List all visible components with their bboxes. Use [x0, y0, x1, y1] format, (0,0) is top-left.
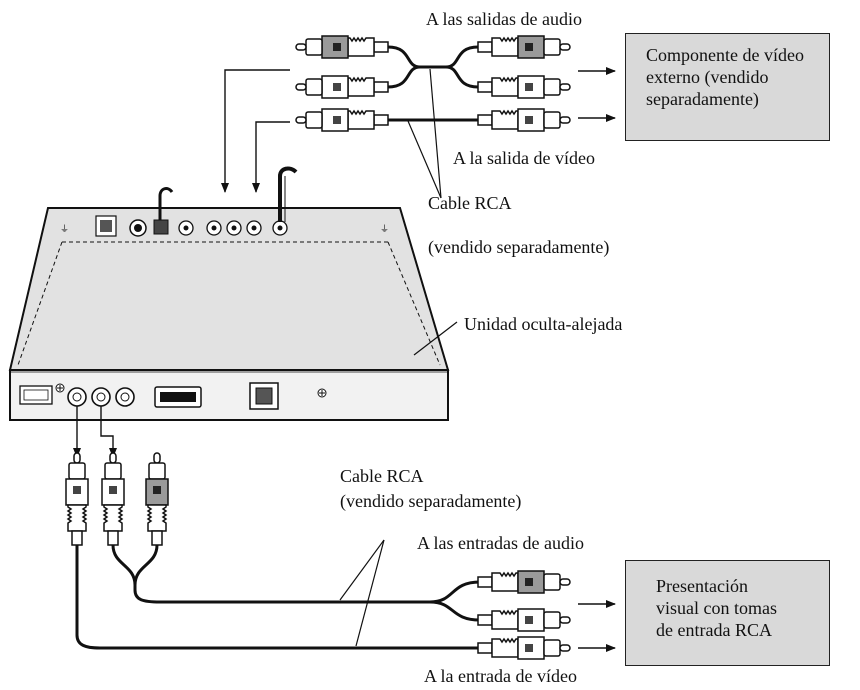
- top-rca-cable: [295, 35, 571, 199]
- top-left-plug-white: [295, 75, 389, 99]
- top-right-plug-video: [477, 108, 571, 132]
- top-connector-lines: [221, 69, 290, 193]
- bottom-right-plug-gray: [477, 570, 571, 594]
- label-hideaway-unit: Unidad oculta-alejada: [464, 314, 623, 334]
- label-video-input: A la entrada de vídeo: [424, 666, 577, 686]
- svg-text:⏚: ⏚: [380, 224, 389, 235]
- bottom-right-arrows: [578, 600, 616, 652]
- label-rca-cable-bottom-1: Cable RCA: [340, 466, 424, 486]
- top-right-plug-white: [477, 75, 571, 99]
- label-rca-cable-bottom-2: (vendido separadamente): [340, 491, 522, 511]
- display-box: Presentación visual con tomas de entrada…: [625, 560, 830, 666]
- hideaway-leader: [413, 321, 458, 356]
- bottom-left-plug-white: [101, 452, 125, 546]
- bottom-right-plug-video: [477, 636, 571, 660]
- top-left-plug-video: [295, 108, 389, 132]
- bottom-left-plug-video: [65, 452, 89, 546]
- bottom-left-plug-gray: [145, 452, 169, 546]
- display-line3: de entrada RCA: [656, 620, 772, 640]
- label-rca-cable-top-2: (vendido separadamente): [428, 237, 610, 257]
- external-video-component-box: Componente de vídeo externo (vendido sep…: [625, 33, 830, 141]
- external-component-line2: externo (vendido: [646, 67, 769, 87]
- display-line1: Presentación: [656, 576, 748, 596]
- svg-text:⏚: ⏚: [60, 224, 69, 235]
- bottom-right-plug-white: [477, 608, 571, 632]
- label-rca-cable-top-1: Cable RCA: [428, 193, 512, 213]
- top-right-plug-gray: [477, 35, 571, 59]
- bottom-rca-cable: [65, 406, 571, 660]
- label-audio-outputs: A las salidas de audio: [426, 9, 582, 29]
- hideaway-unit: ⏚ ⏚: [8, 166, 450, 421]
- display-line2: visual con tomas: [656, 598, 777, 618]
- label-audio-inputs: A las entradas de audio: [417, 533, 584, 553]
- top-left-plug-gray: [295, 35, 389, 59]
- external-component-line1: Componente de vídeo: [646, 45, 804, 65]
- external-component-line3: separadamente): [646, 89, 759, 109]
- label-video-output: A la salida de vídeo: [453, 148, 595, 168]
- top-right-arrows: [578, 67, 616, 122]
